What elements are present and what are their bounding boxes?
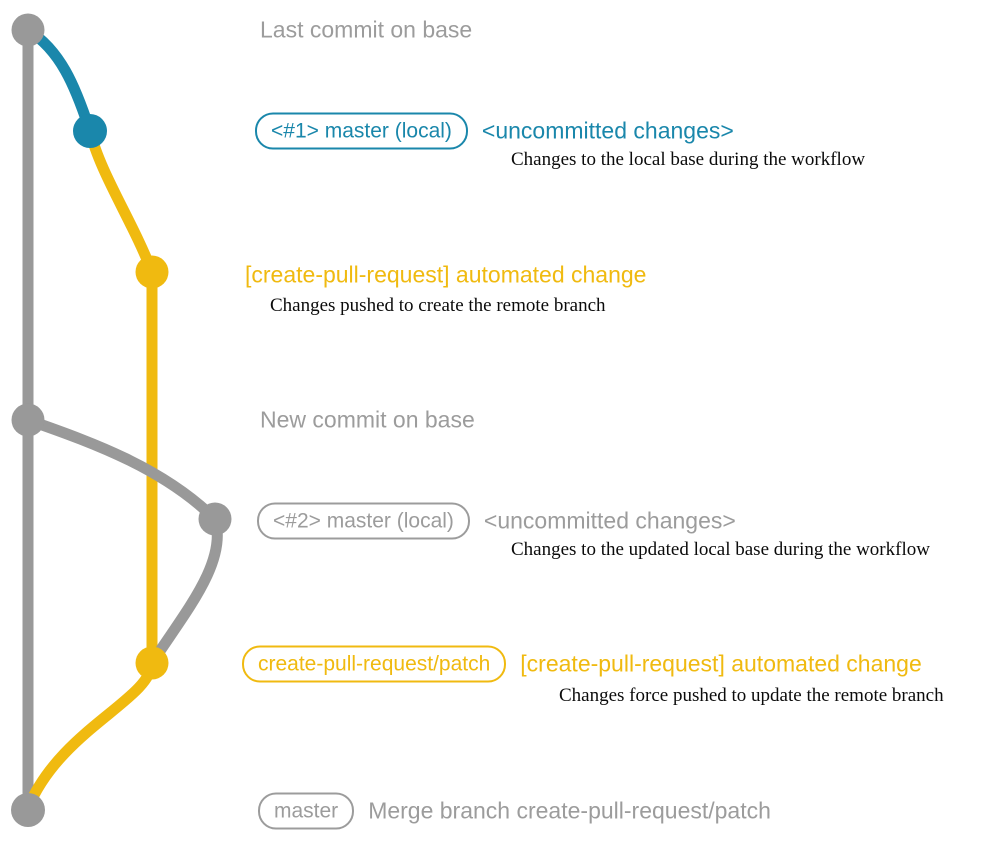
detail-updated-local-base-changes: Changes to the updated local base during… — [511, 539, 930, 560]
label-uncommitted-changes-2: <uncommitted changes> — [483, 507, 736, 534]
label-new-commit-on-base: New commit on base — [260, 406, 475, 433]
commit-dot-automated-change-2 — [135, 646, 169, 680]
commit-dot-merge — [11, 793, 45, 827]
row-master-local-2: <#2> master (local) <uncommitted changes… — [257, 502, 736, 540]
label-merge-branch: Merge branch create-pull-request/patch — [368, 797, 771, 824]
master-local-2-return-line — [146, 513, 223, 669]
patch-branch-merge-line — [22, 657, 158, 814]
branch-badge-master-local-2: <#2> master (local) — [257, 502, 470, 540]
row-master-local-1: <#1> master (local) <uncommitted changes… — [255, 112, 734, 150]
label-last-commit-on-base: Last commit on base — [260, 16, 473, 43]
commit-dot-automated-change-1 — [135, 255, 169, 289]
commit-dot-master-local-2 — [198, 502, 232, 536]
patch-branch-line-upper — [84, 125, 158, 278]
detail-local-base-changes: Changes to the local base during the wor… — [511, 149, 866, 170]
label-automated-change-2: [create-pull-request] automated change — [520, 650, 922, 677]
master-local-branch-line — [22, 24, 96, 137]
commit-dot-last-commit-on-base — [11, 13, 45, 47]
label-automated-change-1: [create-pull-request] automated change — [245, 261, 647, 288]
branch-badge-master-local-1: <#1> master (local) — [255, 112, 468, 150]
commit-dot-new-commit-on-base — [11, 403, 45, 437]
master-local-2-branch-line — [22, 414, 221, 525]
detail-changes-pushed: Changes pushed to create the remote bran… — [270, 295, 606, 316]
row-automated-change-2: create-pull-request/patch [create-pull-r… — [242, 645, 922, 683]
commit-dot-master-local-1 — [73, 114, 107, 148]
label-uncommitted-changes-1: <uncommitted changes> — [481, 117, 734, 144]
detail-changes-force-pushed: Changes force pushed to update the remot… — [559, 685, 944, 706]
branch-badge-create-pull-request-patch: create-pull-request/patch — [242, 645, 507, 683]
row-merge: master Merge branch create-pull-request/… — [258, 792, 771, 830]
branch-badge-master: master — [258, 792, 355, 830]
